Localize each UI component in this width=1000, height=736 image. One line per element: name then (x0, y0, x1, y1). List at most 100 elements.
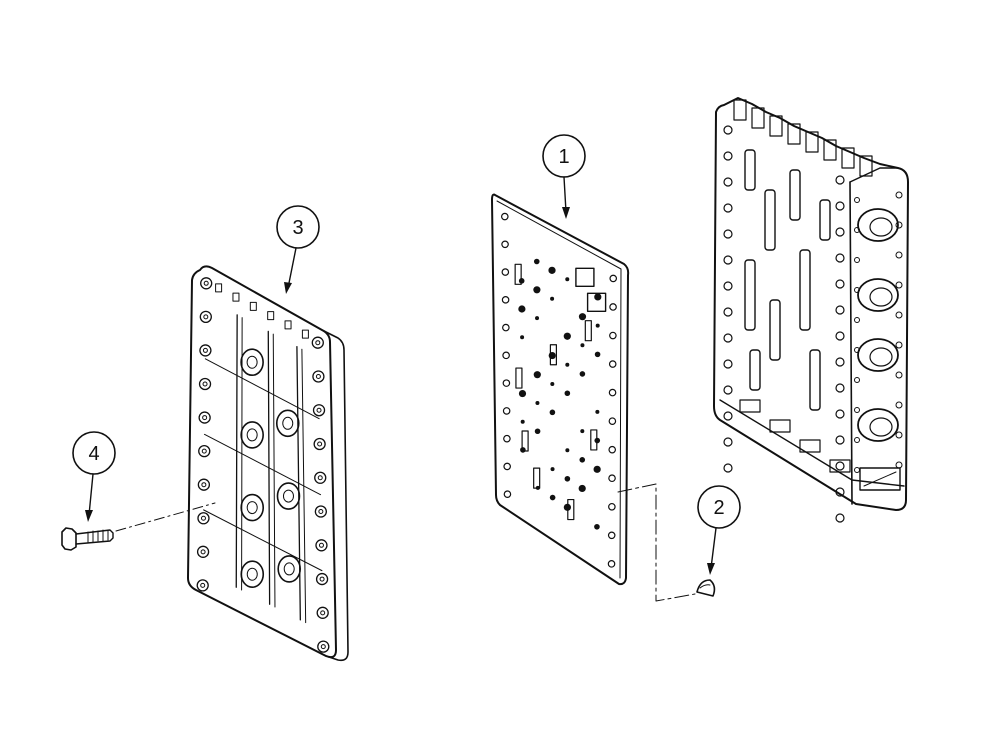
cover-pocket (240, 493, 265, 522)
plate-orifice (580, 343, 585, 348)
body-lower-pocket (739, 399, 761, 413)
body-side-hole (895, 191, 903, 199)
plate-edge-hole (608, 474, 616, 483)
cover-boss-hole (203, 314, 209, 320)
plate-edge-hole (501, 268, 510, 276)
body-castellation (859, 155, 873, 177)
cover-boss-hole (320, 610, 326, 616)
body-side-hole (895, 371, 903, 379)
cover-boss (314, 505, 328, 518)
body-side-hole (854, 287, 860, 293)
plate-slot (521, 430, 529, 452)
plate-edge-hole (503, 462, 511, 471)
cover-pocket (240, 560, 265, 589)
valve-body-cover-features (196, 277, 330, 653)
body-lower-pocket (799, 439, 821, 453)
cover-boss-hole (319, 576, 325, 582)
body-side-bore-inner (869, 287, 893, 307)
cover-pocket-inner (246, 355, 258, 369)
cover-boss-hole (318, 542, 324, 548)
plate-slot (590, 429, 598, 451)
plate-slot (514, 263, 522, 285)
body-side-hole (854, 437, 860, 443)
body-bolt-hole (835, 461, 845, 471)
plate-orifice (578, 484, 586, 493)
plate-edge-hole (608, 417, 617, 425)
body-bolt-hole (835, 305, 845, 315)
body-side-bore (857, 338, 899, 372)
body-side-bore (857, 208, 899, 242)
plate-edge-hole (502, 323, 510, 332)
body-bottom-slot-line (863, 471, 897, 487)
plate-orifice (520, 447, 526, 453)
cover-boss-hole (200, 549, 206, 555)
plate-orifice (548, 351, 556, 360)
plate-orifice (593, 465, 601, 473)
plate-edge-hole (608, 388, 617, 397)
cover-boss (198, 411, 211, 424)
plate-edge-hole (608, 445, 617, 454)
body-castellation (733, 99, 747, 121)
cover-boss-hole (203, 280, 209, 286)
plate-edge-hole (609, 303, 617, 311)
body-side-bore-inner (869, 417, 893, 437)
body-castellation (823, 139, 837, 161)
body-side-hole (854, 377, 860, 383)
plate-orifice (549, 494, 556, 501)
body-bolt-hole (835, 227, 845, 237)
plate-slot (584, 320, 592, 342)
body-side-hole (854, 197, 860, 203)
cover-notch (232, 292, 240, 302)
body-side-bore-inner (869, 217, 893, 237)
cover-boss (317, 640, 330, 653)
callout-1-label: 1 (558, 146, 569, 168)
plate-orifice (564, 390, 571, 397)
plate-orifice (520, 419, 525, 424)
plate-edge-hole (608, 502, 616, 511)
plate-edge-hole (501, 240, 509, 249)
cover-boss-hole (201, 482, 207, 488)
cover-boss-hole (316, 407, 322, 413)
plate-orifice (565, 277, 570, 282)
body-side-hole (854, 467, 860, 473)
body-side-hole (895, 401, 903, 409)
body-channel (819, 199, 831, 241)
cover-pocket-inner (282, 489, 294, 503)
body-side-hole (895, 311, 903, 319)
separator-plate-part (491, 193, 630, 586)
body-side-hole (895, 221, 903, 229)
body-channel (744, 149, 756, 191)
valve-body-part (713, 97, 909, 523)
callout-2: 2 (697, 485, 741, 575)
body-bolt-hole (835, 357, 845, 367)
body-lower-pocket (829, 459, 851, 473)
plate-slot (533, 467, 541, 489)
plate-edge-hole (608, 360, 617, 368)
body-bolt-hole (723, 437, 733, 447)
plate-orifice (565, 448, 570, 453)
cover-boss-hole (202, 347, 208, 353)
body-channel (799, 249, 811, 331)
body-side-hole (895, 251, 903, 259)
plate-orifice (518, 305, 526, 313)
cover-boss (197, 512, 210, 525)
plate-orifice (578, 313, 587, 321)
plate-window (575, 267, 595, 288)
cover-boss (316, 606, 329, 619)
body-channel (764, 189, 776, 251)
body-bolt-hole (835, 513, 845, 523)
body-bolt-hole (723, 255, 733, 265)
body-bolt-hole (723, 359, 733, 369)
body-side-bore-inner (869, 347, 893, 367)
cover-boss (314, 471, 327, 484)
plate-orifice (535, 400, 540, 405)
plate-orifice (550, 381, 555, 386)
body-channel (769, 299, 781, 361)
plate-slot (549, 344, 558, 366)
plate-edge-hole (501, 212, 509, 221)
cover-pocket-inner (246, 567, 258, 581)
cover-notch (267, 311, 275, 321)
plate-orifice (594, 523, 600, 530)
plate-orifice (594, 351, 601, 358)
